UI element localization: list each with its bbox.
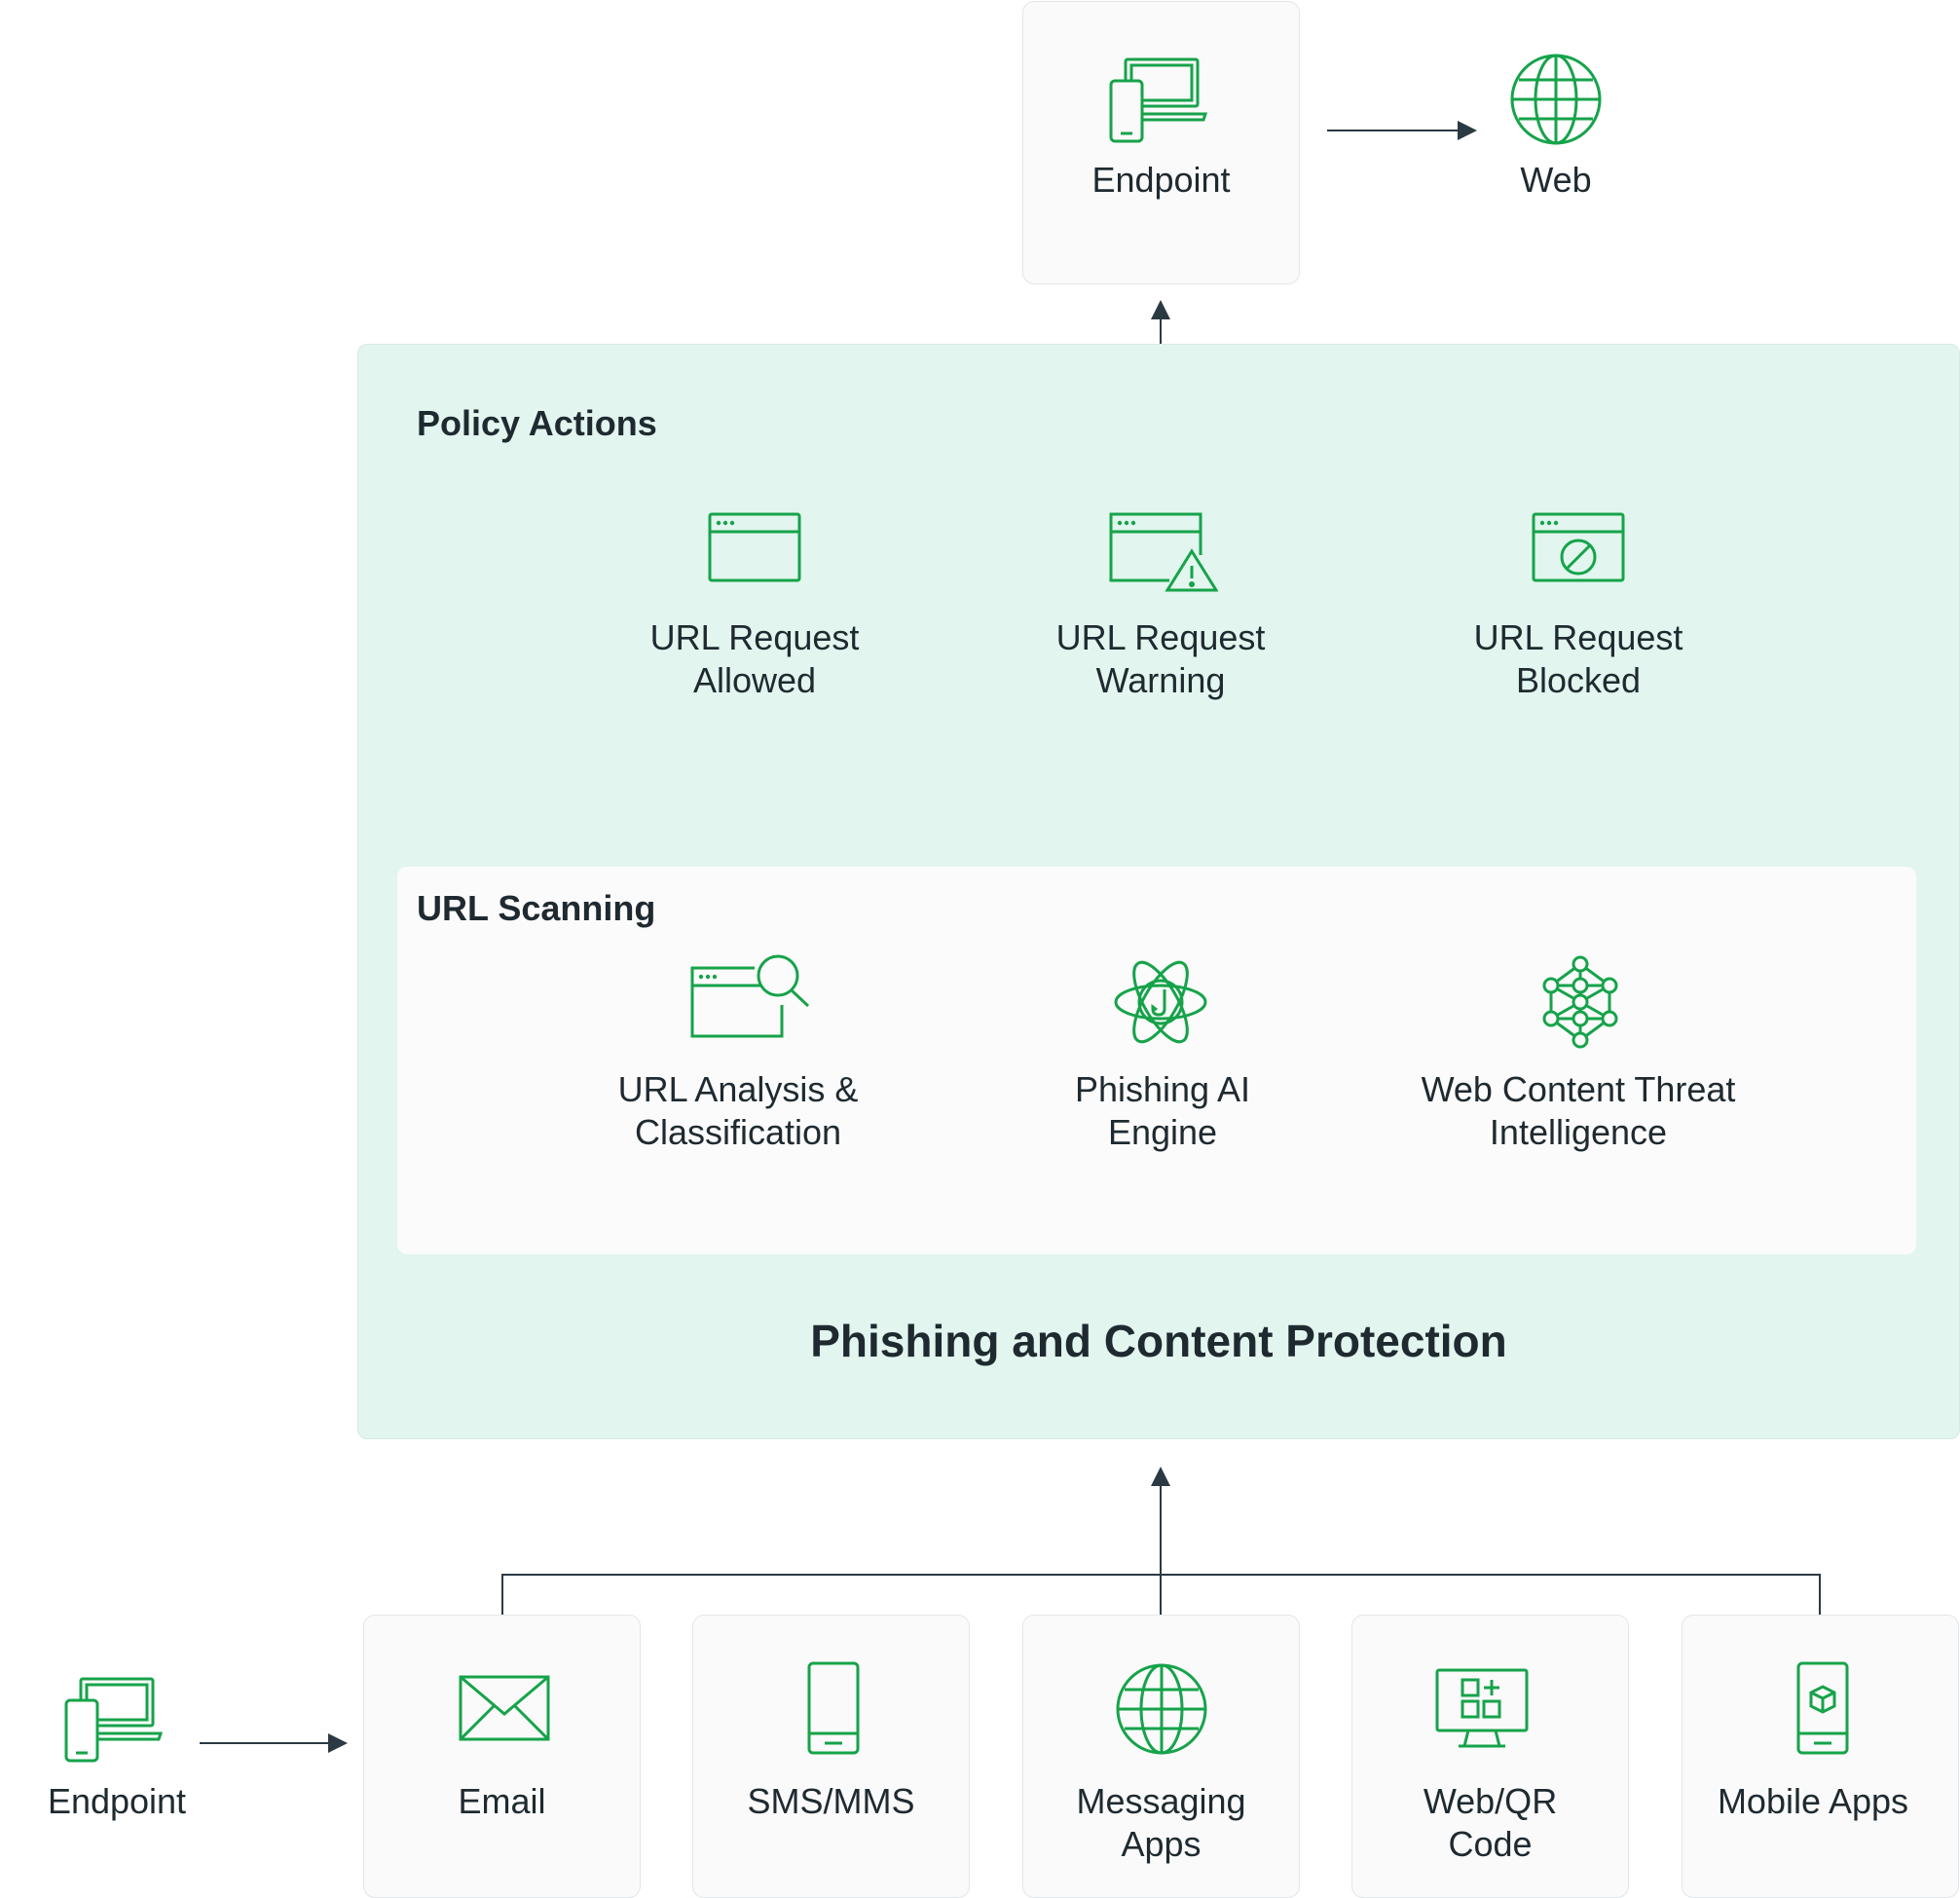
policy-blocked-line1: URL Request (1473, 617, 1683, 657)
source-box-mobile-apps (1682, 1615, 1959, 1898)
monitor-apps-icon (1435, 1668, 1529, 1752)
source-box-messaging (1022, 1615, 1300, 1898)
globe-icon (1509, 53, 1603, 146)
protection-title: Phishing and Content Protection (810, 1316, 1507, 1366)
mobile-app-icon (1796, 1661, 1849, 1755)
globe-icon (1115, 1662, 1208, 1756)
policy-warning-line2: Warning (1095, 660, 1226, 700)
url-analysis-line1: URL Analysis & (617, 1069, 859, 1109)
top-endpoint-box (1022, 1, 1300, 284)
source-box-email (363, 1615, 641, 1898)
threat-intel-line1: Web Content Threat (1421, 1069, 1736, 1109)
threat-intel-label: Web Content Threat Intelligence (1384, 1068, 1773, 1154)
phishing-ai-label: Phishing AI Engine (1017, 1068, 1309, 1154)
policy-blocked-line2: Blocked (1515, 660, 1642, 700)
source-mobile-apps-line1: Mobile Apps (1717, 1781, 1909, 1821)
source-email-label: Email (363, 1780, 641, 1823)
url-scanning-heading: URL Scanning (417, 888, 656, 928)
source-messaging-label: Messaging Apps (1022, 1780, 1300, 1866)
policy-allowed-line1: URL Request (649, 617, 860, 657)
policy-allowed-line2: Allowed (692, 660, 817, 700)
top-endpoint-label: Endpoint (1091, 160, 1231, 200)
source-box-webqr (1351, 1615, 1629, 1898)
source-box-sms (692, 1615, 970, 1898)
source-email-line1: Email (458, 1781, 546, 1821)
top-web-label: Web (1520, 160, 1592, 200)
source-messaging-line2: Apps (1121, 1824, 1202, 1864)
browser-search-icon (690, 954, 812, 1038)
phishing-ai-line1: Phishing AI (1074, 1069, 1251, 1109)
url-scanning-panel (397, 867, 1916, 1254)
network-nodes-icon (1541, 954, 1619, 1050)
source-webqr-line1: Web/QR (1423, 1781, 1558, 1821)
url-analysis-line2: Classification (634, 1112, 842, 1152)
laptop-phone-icon (1108, 56, 1207, 145)
policy-allowed-label: URL Request Allowed (584, 616, 925, 702)
source-messaging-line1: Messaging (1076, 1781, 1246, 1821)
policy-actions-heading: Policy Actions (417, 403, 657, 443)
browser-warning-icon (1109, 512, 1218, 594)
browser-window-icon (708, 512, 801, 582)
source-sms-line1: SMS/MMS (747, 1781, 915, 1821)
phishing-ai-line2: Engine (1107, 1112, 1218, 1152)
threat-intel-line2: Intelligence (1489, 1112, 1668, 1152)
envelope-icon (459, 1675, 550, 1741)
source-sms-label: SMS/MMS (692, 1780, 970, 1823)
policy-warning-line1: URL Request (1055, 617, 1266, 657)
sources-bracket (501, 1574, 1821, 1615)
source-webqr-label: Web/QR Code (1351, 1780, 1629, 1866)
mobile-phone-icon (807, 1661, 860, 1755)
browser-blocked-icon (1532, 512, 1625, 582)
laptop-phone-icon (63, 1675, 163, 1765)
source-mobile-apps-label: Mobile Apps (1682, 1780, 1944, 1823)
policy-blocked-label: URL Request Blocked (1408, 616, 1749, 702)
url-analysis-label: URL Analysis & Classification (543, 1068, 933, 1154)
policy-warning-label: URL Request Warning (990, 616, 1331, 702)
source-webqr-line2: Code (1448, 1824, 1533, 1864)
atom-hook-icon (1114, 956, 1207, 1048)
bottom-endpoint-label: Endpoint (47, 1781, 187, 1821)
